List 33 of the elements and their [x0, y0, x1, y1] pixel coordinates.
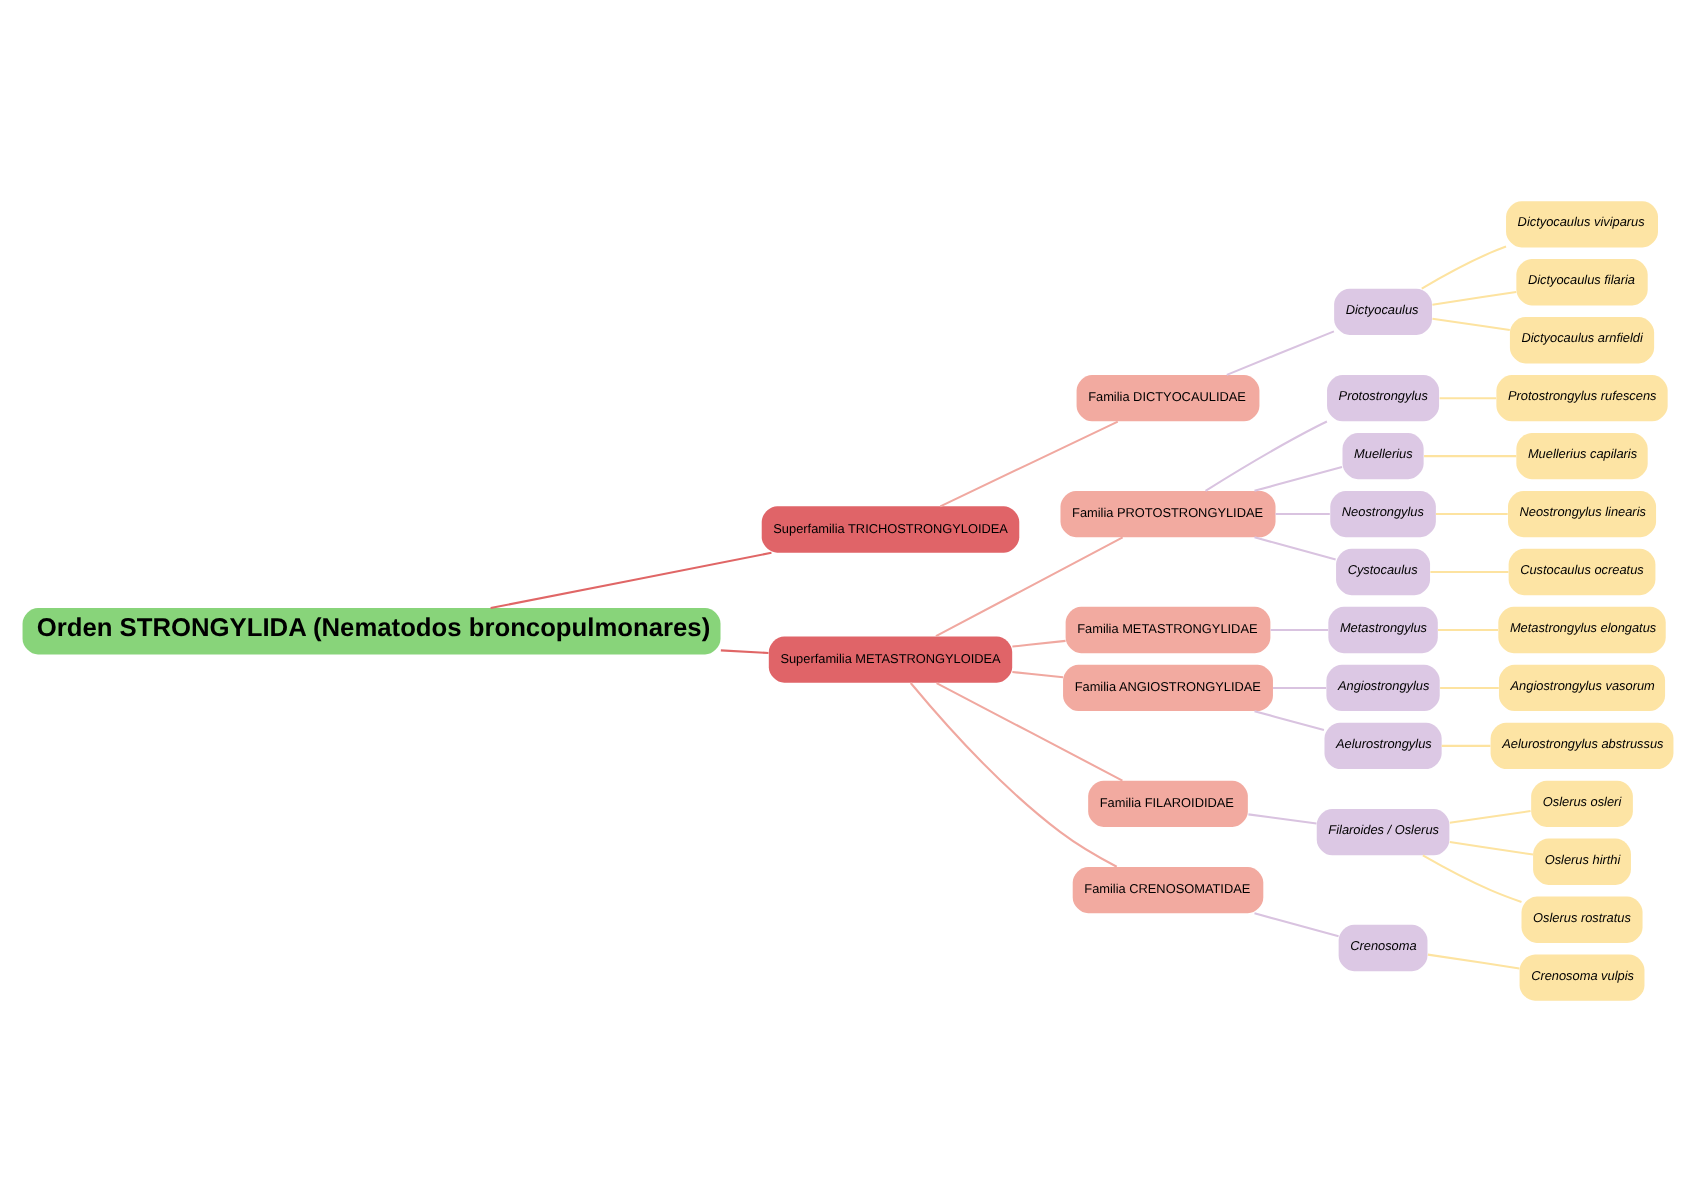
connector [490, 550, 772, 609]
connector [909, 681, 1118, 867]
connector [1438, 627, 1498, 630]
node-box: Orden STRONGYLIDA (Nematodos broncopulmonares) [22, 607, 721, 654]
connector [1273, 685, 1327, 688]
connector [939, 419, 1119, 507]
connector [1226, 329, 1335, 375]
connector [1449, 840, 1534, 855]
connector [1248, 812, 1317, 824]
connector [1441, 743, 1491, 746]
connector [1432, 316, 1510, 330]
connector [1421, 244, 1507, 289]
connector [1432, 290, 1517, 305]
connector [720, 648, 769, 653]
connector [1254, 464, 1343, 491]
connector [1275, 512, 1330, 515]
connector [1012, 670, 1064, 678]
connector [936, 681, 1123, 781]
connector [935, 535, 1124, 637]
connector [1449, 809, 1531, 823]
connector [1440, 685, 1499, 688]
connector [1254, 911, 1339, 937]
connector [1427, 952, 1520, 969]
connector [1270, 627, 1329, 630]
connector [1254, 535, 1336, 560]
connector [1424, 454, 1517, 457]
connector [1430, 570, 1509, 573]
connector [1422, 853, 1522, 902]
connector [1435, 512, 1508, 515]
connector [1205, 419, 1328, 491]
connector [1012, 638, 1066, 647]
connector [1439, 396, 1497, 399]
connector [1254, 709, 1325, 731]
